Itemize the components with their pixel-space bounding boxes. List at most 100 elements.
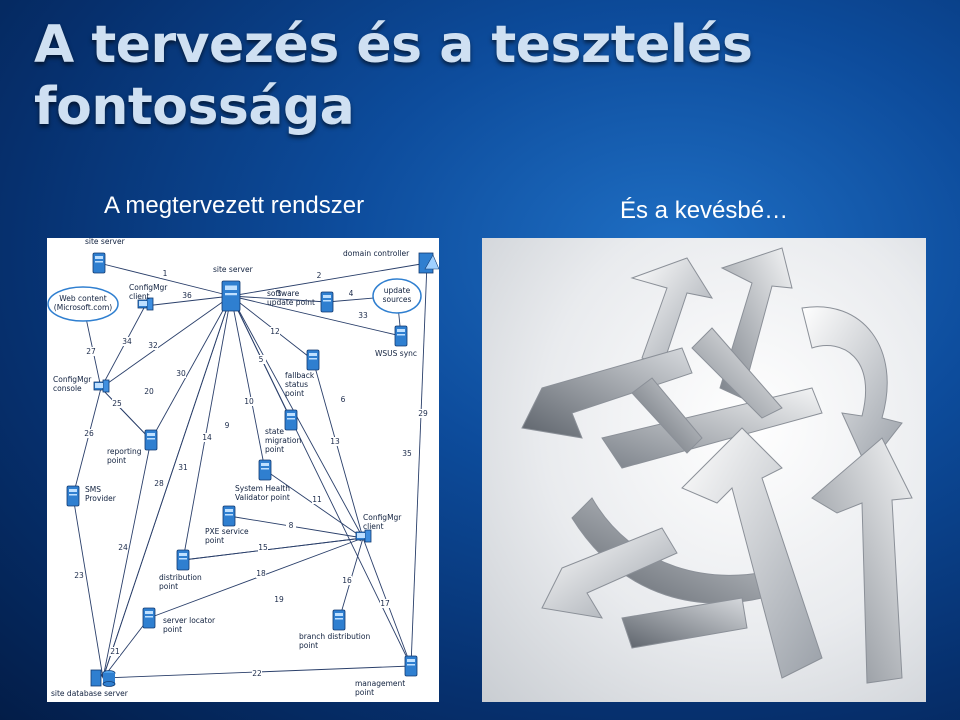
edge-label-bg [84,429,94,438]
edge-label-5: 5 [259,355,264,364]
edge-label-21: 21 [110,647,120,656]
configmgr-console-icon [93,379,110,393]
edge-3 [230,295,328,304]
arrow-shape-8 [811,437,913,684]
edge-label-16: 16 [342,576,352,585]
node-label-server-locator-point-2: point [163,625,182,634]
edge-1 [98,262,232,298]
node-label-state-migration-point-3: point [265,445,284,454]
node-site-server-top: site server [85,238,126,274]
slide-title: A tervezés és a tesztelés fontossága [34,14,934,138]
edge-23 [72,495,105,679]
edge-label-bg [122,337,132,346]
arrow-shapes [521,247,913,684]
edge-label-26: 26 [84,429,94,438]
edge-2 [230,262,428,298]
edge-32 [100,295,232,389]
edge-label-bg [380,599,390,608]
node-label-web-content-1: Web content [59,294,107,303]
edge-label-15: 15 [258,543,268,552]
node-label-system-health-validator-1: System Health [235,484,290,493]
node-label-configmgr-console-1: ConfigMgr [53,375,92,384]
arrow-shape-9 [541,527,678,619]
edge-label-11: 11 [312,495,322,504]
edge-label-bg [112,399,122,408]
node-label-configmgr-client-top-2: client [129,292,150,301]
edge-label-29: 29 [418,409,428,418]
edge-label-bg [286,521,296,530]
chaotic-arrows-image [482,238,926,702]
edge-label-bg [402,449,412,458]
arrow-shape-10 [621,597,748,649]
edge-label-bg [256,355,266,364]
node-label-server-locator-point-1: server locator [163,616,216,625]
edge-label-6: 6 [341,395,346,404]
node-site-server: site server [213,265,254,312]
edge-label-25: 25 [112,399,122,408]
edge-34 [100,305,146,389]
node-label-pxe-service-point-2: point [205,536,224,545]
site-database-server-icon [90,669,116,687]
edge-label-bg [160,269,170,278]
edge-30 [150,295,232,441]
edge-label-bg [176,369,186,378]
edge-label-bg [244,397,254,406]
edge-label-bg [258,543,268,552]
edge-label-18: 18 [256,569,266,578]
edge-label-1: 1 [163,269,168,278]
arrow-shape-12 [631,377,703,454]
system-health-validator-icon [258,459,272,481]
edge-label-27: 27 [86,347,96,356]
arrow-shape-7 [681,427,823,679]
edge-18 [182,536,364,561]
node-label-branch-distribution-point-2: point [299,641,318,650]
edge-label-bg [222,421,232,430]
server-locator-point-icon [142,607,156,629]
edge-label-bg [256,569,266,578]
edge-21 [102,617,150,679]
node-web-content: Web content(Microsoft.com) [47,286,119,322]
node-label-wsus-sync-1: WSUS sync [375,349,417,358]
edge-label-bg [110,647,120,656]
domain-controller-icon [418,252,439,274]
node-label-management-point-2: point [355,688,374,697]
node-label-software-update-point-1: software [267,289,300,298]
edge-label-9: 9 [225,421,230,430]
edge-label-bg [330,437,340,446]
node-label-sms-provider-1: SMS [85,485,101,494]
edge-label-31: 31 [178,463,188,472]
node-label-state-migration-point-2: migration [265,436,301,445]
configmgr-client-icon [355,529,372,543]
edge-12 [230,295,402,338]
management-point-icon [404,655,418,677]
edge-label-8: 8 [289,521,294,530]
node-label-fallback-status-point-3: point [285,389,304,398]
edge-label-14: 14 [202,433,212,442]
edge-label-19: 19 [274,595,284,604]
node-label-state-migration-point-1: state [265,427,284,436]
node-label-sms-provider-2: Provider [85,494,117,503]
edge-26 [71,387,102,497]
edge-label-20: 20 [144,387,154,396]
edge-label-bg [154,479,164,488]
update-sources-icon [372,278,422,314]
edge-label-2: 2 [317,271,322,280]
node-label-configmgr-client-top-1: ConfigMgr [129,283,168,292]
fallback-status-point-icon [306,349,320,371]
edge-label-bg [86,347,96,356]
state-migration-point-icon [284,409,298,431]
edge-14 [181,295,232,561]
arrow-shape-11 [691,327,783,419]
node-label-software-update-point-2: update point [267,298,315,307]
node-label-reporting-point-1: reporting [107,447,142,456]
